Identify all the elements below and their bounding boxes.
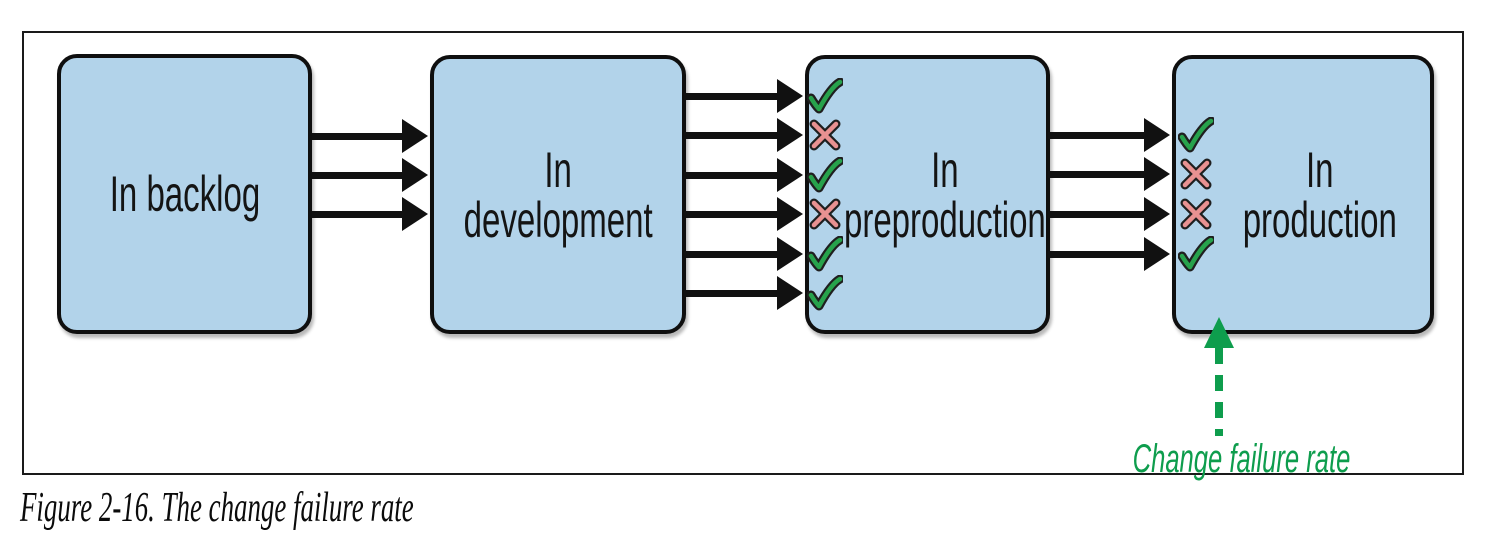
flow-arrow xyxy=(684,92,777,100)
cross-icon xyxy=(1180,158,1212,190)
flow-arrow xyxy=(684,210,777,218)
check-icon xyxy=(807,275,843,311)
flow-arrow xyxy=(312,132,402,140)
diagram-frame: In backlog In development In preproducti… xyxy=(22,31,1464,480)
flow-arrow xyxy=(312,210,402,218)
stage-label-in-production: In production xyxy=(1242,141,1398,248)
flow-arrow xyxy=(1048,210,1144,218)
cross-icon xyxy=(809,119,841,151)
stage-label-in-preproduction: In preproduction xyxy=(843,141,1046,248)
check-icon xyxy=(1178,236,1214,272)
stage-box-in-production: In production xyxy=(1172,55,1434,334)
flow-arrow xyxy=(684,131,777,139)
change-failure-rate-dashed-line xyxy=(1215,348,1223,436)
change-failure-rate-arrowhead-icon xyxy=(1204,317,1234,348)
check-icon xyxy=(1178,117,1214,153)
check-icon xyxy=(807,236,843,272)
figure-caption: Figure 2-16. The change failure rate xyxy=(20,485,414,531)
flow-arrow xyxy=(684,171,777,179)
cross-icon xyxy=(809,198,841,230)
flow-arrow xyxy=(312,171,402,179)
stage-box-in-backlog: In backlog xyxy=(57,54,312,334)
change-failure-rate-label: Change failure rate xyxy=(1132,437,1351,481)
flow-arrow xyxy=(1048,170,1144,178)
check-icon xyxy=(807,157,843,193)
stage-label-in-development: In development xyxy=(463,141,653,248)
flow-arrow xyxy=(1048,131,1144,139)
stage-box-in-preproduction: In preproduction xyxy=(805,55,1050,334)
cross-icon xyxy=(1180,198,1212,230)
flow-arrow xyxy=(684,289,777,297)
flow-arrow xyxy=(684,250,777,258)
stage-box-in-development: In development xyxy=(430,55,686,334)
stage-label-in-backlog: In backlog xyxy=(109,166,260,222)
flow-arrow xyxy=(1048,250,1144,258)
check-icon xyxy=(807,78,843,114)
